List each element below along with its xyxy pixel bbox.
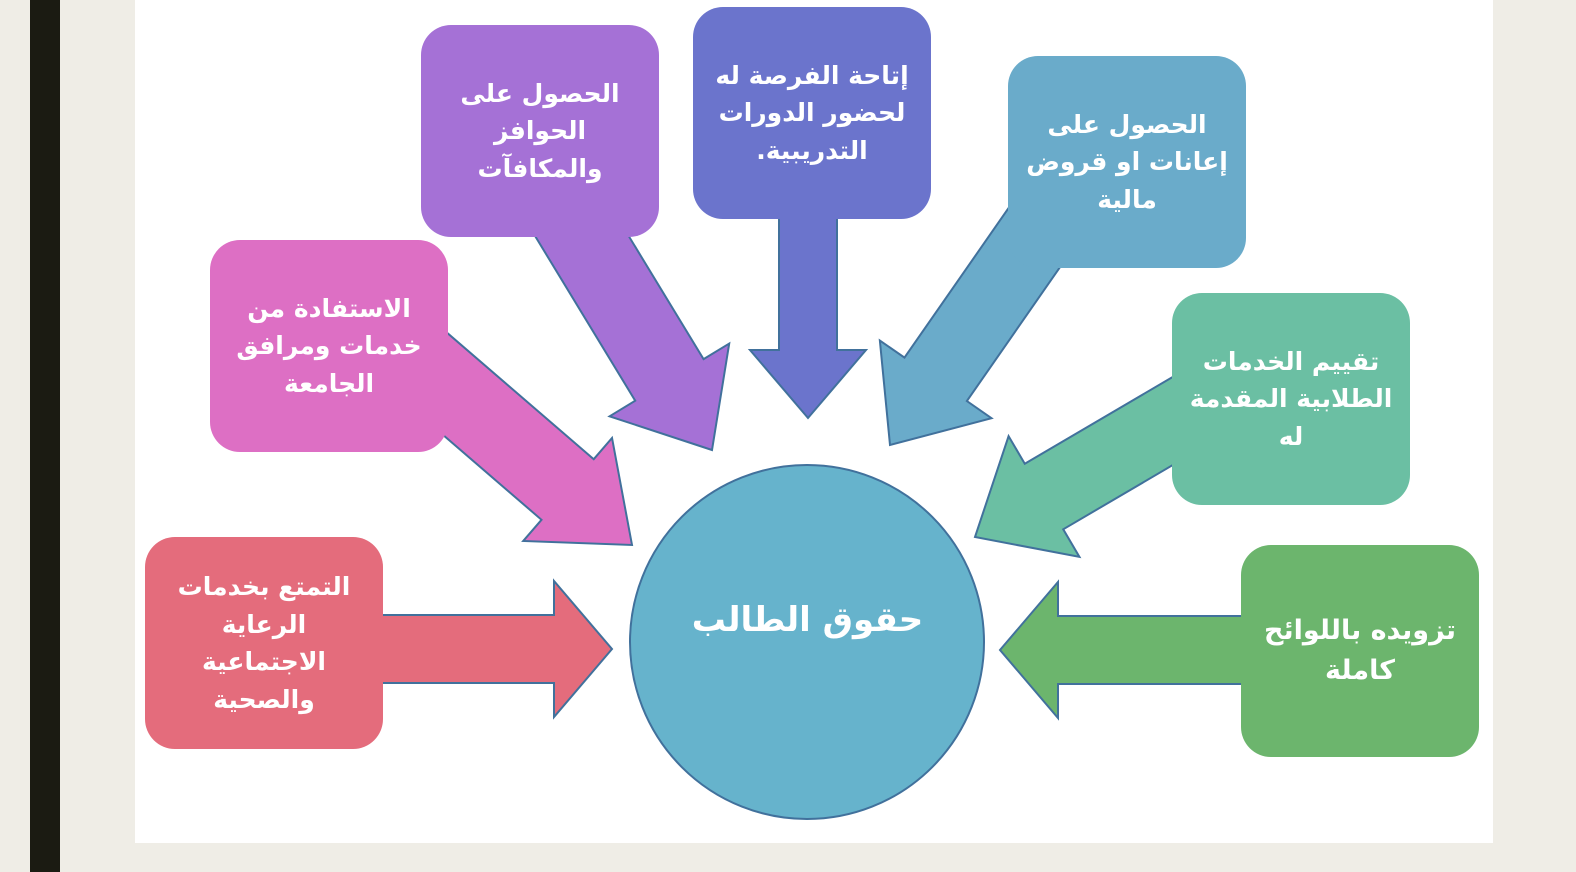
arrow-welfare bbox=[369, 578, 614, 720]
right-box-welfare: التمتع بخدمات الرعاية الاجتماعية والصحية bbox=[145, 537, 383, 749]
right-box-evaluation: تقييم الخدمات الطلابية المقدمة له bbox=[1172, 293, 1410, 505]
right-box-incentives: الحصول على الحوافز والمكافآت bbox=[421, 25, 659, 237]
right-box-facilities: الاستفادة من خدمات ومرافق الجامعة bbox=[210, 240, 448, 452]
right-box-loans: الحصول على إعانات او قروض مالية bbox=[1008, 56, 1246, 268]
center-label: حقوق الطالب bbox=[691, 600, 924, 640]
center-circle bbox=[629, 464, 985, 820]
right-box-regulations: تزويده باللوائح كاملة bbox=[1241, 545, 1479, 757]
arrow-regulations bbox=[998, 579, 1251, 721]
arrow-training bbox=[747, 209, 869, 420]
slide-sidebar-bar bbox=[30, 0, 60, 872]
right-box-training: إتاحة الفرصة له لحضور الدورات التدريبية. bbox=[693, 7, 931, 219]
